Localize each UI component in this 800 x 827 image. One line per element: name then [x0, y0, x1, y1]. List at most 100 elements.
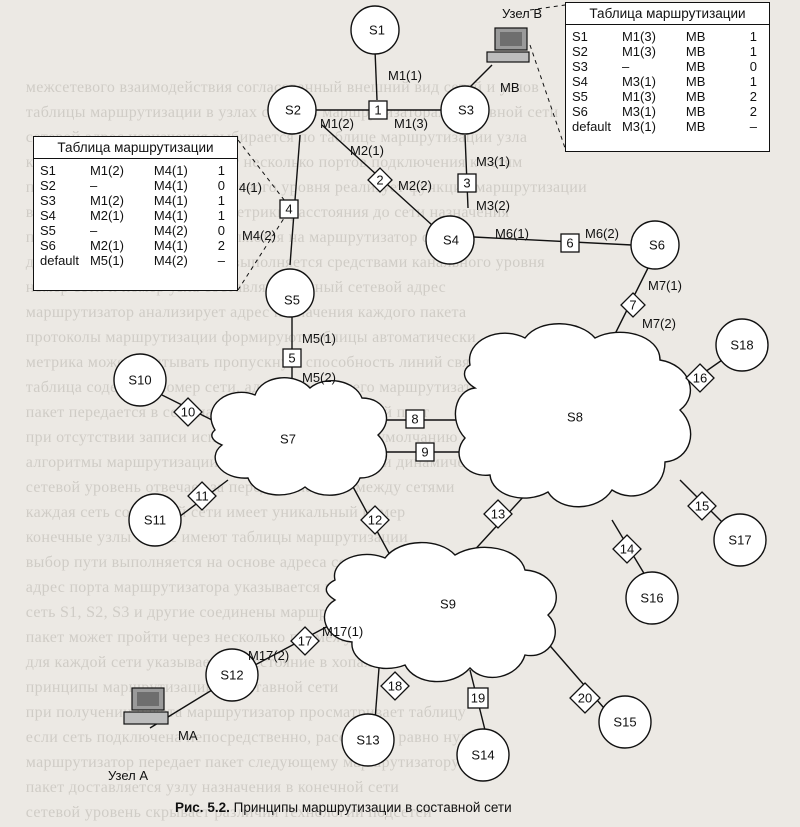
table-row: S5–M4(2)0	[40, 223, 231, 238]
router-16[interactable]: 16	[685, 363, 715, 393]
host-a[interactable]: MA Узел А	[108, 687, 198, 783]
router-18[interactable]: 18	[380, 671, 410, 701]
table-cell: S4	[40, 208, 56, 223]
table-leaders	[237, 4, 566, 291]
svg-text:19: 19	[471, 690, 485, 705]
router-14[interactable]: 14	[612, 534, 642, 564]
table-cell: M4(1)	[153, 178, 188, 193]
router-2[interactable]: 2	[367, 167, 393, 193]
leader-left-top	[237, 139, 289, 206]
port-m6-2: M6(2)	[585, 226, 619, 241]
router-11[interactable]: 11	[187, 481, 217, 511]
host-b-label: Узел В	[502, 6, 542, 21]
svg-text:7: 7	[629, 297, 636, 312]
table-cell: S6	[40, 238, 56, 253]
router-20[interactable]: 20	[569, 682, 601, 714]
table-cell: 0	[217, 178, 225, 193]
link-s9-r20-s15	[544, 639, 611, 716]
figure-caption: Рис. 5.2. Принципы маршрутизации в соста…	[175, 800, 512, 815]
table-cell: S2	[572, 44, 588, 59]
host-b-screen	[500, 32, 522, 46]
table-cell: M2(1)	[89, 238, 124, 253]
leader-right-bottom	[529, 44, 566, 149]
table-cell: M1(3)	[621, 44, 656, 59]
table-cell: MB	[685, 59, 706, 74]
table-cell: MB	[685, 74, 706, 89]
router-9[interactable]: 9	[415, 442, 435, 462]
label-s4: S4	[443, 232, 459, 247]
link-s9-r17-s12	[254, 624, 331, 666]
router-7[interactable]: 7	[620, 292, 646, 318]
label-s18: S18	[730, 337, 753, 352]
label-s14: S14	[471, 747, 494, 762]
table-cell: MB	[685, 89, 706, 104]
cloud-s9	[323, 541, 557, 683]
table-cell: S4	[572, 74, 588, 89]
host-b-port: MB	[500, 80, 520, 95]
table-cell: MB	[685, 29, 706, 44]
svg-text:8: 8	[411, 411, 418, 426]
cloud-s8	[454, 323, 692, 508]
svg-text:4: 4	[285, 201, 292, 216]
table-cell: MB	[685, 44, 706, 59]
host-a-keyboard	[123, 711, 169, 725]
router-13[interactable]: 13	[483, 499, 513, 529]
table-cell: S1	[40, 163, 56, 178]
router-17[interactable]: 17	[290, 626, 320, 656]
table-cell: MB	[685, 119, 706, 134]
routing-table-left-title: Таблица маршрутизации	[34, 137, 237, 159]
network-labels: S1 S2 S3 S4 S5 S6 S7 S8 S9 S10 S11 S12 S…	[128, 22, 753, 762]
link-s1-r1	[374, 49, 378, 101]
svg-text:12: 12	[368, 512, 382, 527]
port-labels: M1(1) M1(2) M1(3) M2(1) M2(2) M3(1) M3(2…	[228, 68, 682, 663]
router-19[interactable]: 19	[467, 687, 489, 709]
router-10[interactable]: 10	[173, 397, 203, 427]
svg-text:11: 11	[195, 488, 209, 503]
port-m1-3: M1(3)	[394, 116, 428, 131]
network-s12	[205, 648, 259, 702]
router-12[interactable]: 12	[360, 505, 390, 535]
table-cell: M4(1)	[153, 208, 188, 223]
svg-text:18: 18	[388, 678, 402, 693]
network-s6	[630, 220, 680, 270]
table-cell: M5(1)	[89, 253, 124, 268]
router-5[interactable]: 5	[282, 348, 302, 368]
label-s9: S9	[440, 596, 456, 611]
router-6[interactable]: 6	[560, 233, 580, 253]
table-cell: M4(1)	[153, 163, 188, 178]
host-b[interactable]: Узел В MB	[486, 6, 542, 95]
router-3[interactable]: 3	[457, 173, 477, 193]
table-cell: S1	[572, 29, 588, 44]
networks	[113, 5, 769, 782]
table-cell: 1	[749, 74, 757, 89]
network-s3	[440, 85, 490, 135]
network-s16	[625, 571, 679, 625]
svg-text:3: 3	[463, 175, 470, 190]
router-1[interactable]: 1	[368, 100, 388, 120]
svg-text:5: 5	[288, 350, 295, 365]
router-4[interactable]: 4	[279, 199, 299, 219]
label-s16: S16	[640, 590, 663, 605]
svg-text:17: 17	[298, 633, 312, 648]
router-8[interactable]: 8	[405, 409, 425, 429]
network-s4	[425, 215, 475, 265]
figure-caption-text: Принципы маршрутизации в составной сети	[233, 800, 512, 815]
label-s5: S5	[284, 292, 300, 307]
svg-text:1: 1	[374, 102, 381, 117]
router-15[interactable]: 15	[687, 491, 717, 521]
port-m5-2: M5(2)	[302, 370, 336, 385]
table-cell: 2	[749, 89, 757, 104]
table-cell: –	[749, 119, 757, 134]
svg-text:9: 9	[421, 444, 428, 459]
label-s12: S12	[220, 667, 243, 682]
label-s1: S1	[369, 22, 385, 37]
link-s3-r3-s4	[464, 134, 469, 209]
